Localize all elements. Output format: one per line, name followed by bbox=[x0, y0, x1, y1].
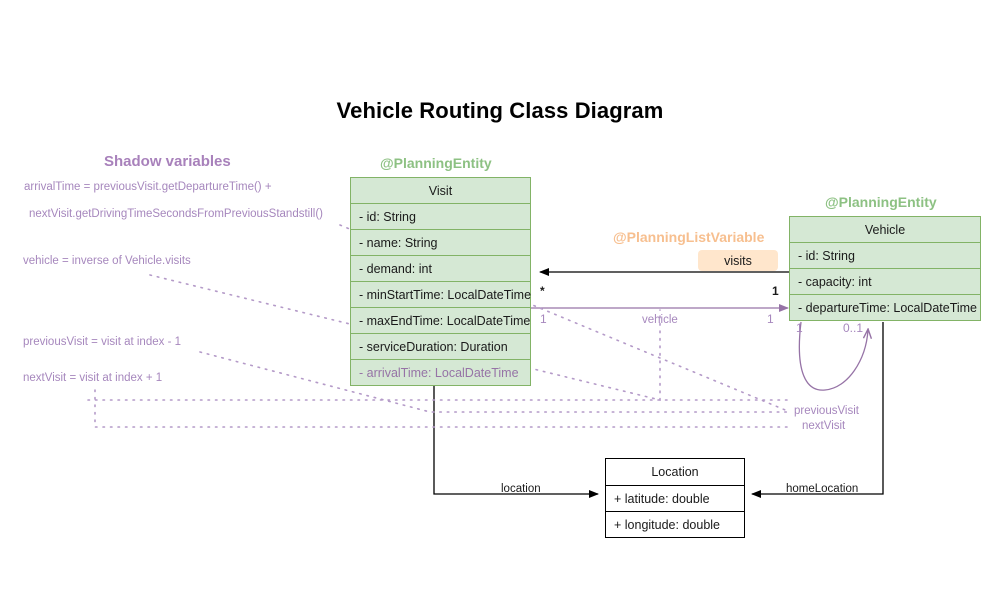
shadow-note-nextvisit: nextVisit = visit at index + 1 bbox=[23, 372, 163, 384]
class-box-visit[interactable]: Visit - id: String - name: String - dema… bbox=[350, 177, 531, 386]
vehicle-attr-departuretime: - departureTime: LocalDateTime bbox=[790, 294, 980, 320]
vehicle-attr-capacity: - capacity: int bbox=[790, 268, 980, 294]
class-box-vehicle[interactable]: Vehicle - id: String - capacity: int - d… bbox=[789, 216, 981, 321]
edge-location-label: location bbox=[501, 483, 541, 495]
shadow-note-arrivaltime-2: nextVisit.getDrivingTimeSecondsFromPrevi… bbox=[29, 208, 323, 220]
edge-self-loop-source-mult: 1 bbox=[796, 321, 803, 335]
location-attr-longitude: + longitude: double bbox=[606, 511, 744, 537]
edge-previous-visit-label: previousVisit bbox=[794, 405, 859, 417]
page-title: Vehicle Routing Class Diagram bbox=[336, 98, 664, 123]
visit-attr-minstarttime: - minStartTime: LocalDateTime bbox=[351, 281, 531, 307]
vehicle-class-name: Vehicle bbox=[864, 222, 906, 237]
visit-attr-name: - name: String bbox=[351, 229, 530, 255]
visit-stereotype: @PlanningEntity bbox=[380, 155, 492, 171]
class-box-location[interactable]: Location + latitude: double + longitude:… bbox=[605, 458, 745, 538]
shadow-note-vehicle: vehicle = inverse of Vehicle.visits bbox=[23, 255, 191, 267]
visit-attr-demand: - demand: int bbox=[351, 255, 530, 281]
location-attr-latitude: + latitude: double bbox=[606, 485, 744, 511]
edge-visits-source-mult: * bbox=[540, 284, 545, 298]
visit-attr-serviceduration: - serviceDuration: Duration bbox=[351, 333, 530, 359]
visit-attr-maxendtime: - maxEndTime: LocalDateTime bbox=[351, 307, 530, 333]
edge-vehicle-target-mult: 1 bbox=[767, 312, 774, 326]
edge-self-loop-target-mult: 0..1 bbox=[843, 321, 864, 335]
edge-location bbox=[433, 384, 599, 498]
edge-vehicle-source-mult: 1 bbox=[540, 312, 547, 326]
visit-attr-arrivaltime: - arrivalTime: LocalDateTime bbox=[351, 359, 530, 385]
shadow-note-arrivaltime-1: arrivalTime = previousVisit.getDeparture… bbox=[24, 181, 272, 193]
vehicle-stereotype: @PlanningEntity bbox=[825, 194, 937, 210]
visits-badge: visits bbox=[698, 250, 778, 271]
edge-visits-target-mult: 1 bbox=[772, 284, 779, 298]
planning-list-variable-stereotype: @PlanningListVariable bbox=[613, 229, 765, 245]
edge-next-visit-label: nextVisit bbox=[802, 420, 846, 432]
location-class-name: Location bbox=[651, 465, 699, 479]
edge-vehicle-label: vehicle bbox=[642, 314, 678, 326]
shadow-variables-heading: Shadow variables bbox=[104, 153, 231, 170]
shadow-note-previousvisit: previousVisit = visit at index - 1 bbox=[23, 336, 181, 348]
vehicle-attr-id: - id: String bbox=[790, 242, 980, 268]
visit-class-name: Visit bbox=[428, 183, 453, 198]
edge-home-location-label: homeLocation bbox=[786, 483, 859, 495]
visit-attr-id: - id: String bbox=[351, 203, 530, 229]
